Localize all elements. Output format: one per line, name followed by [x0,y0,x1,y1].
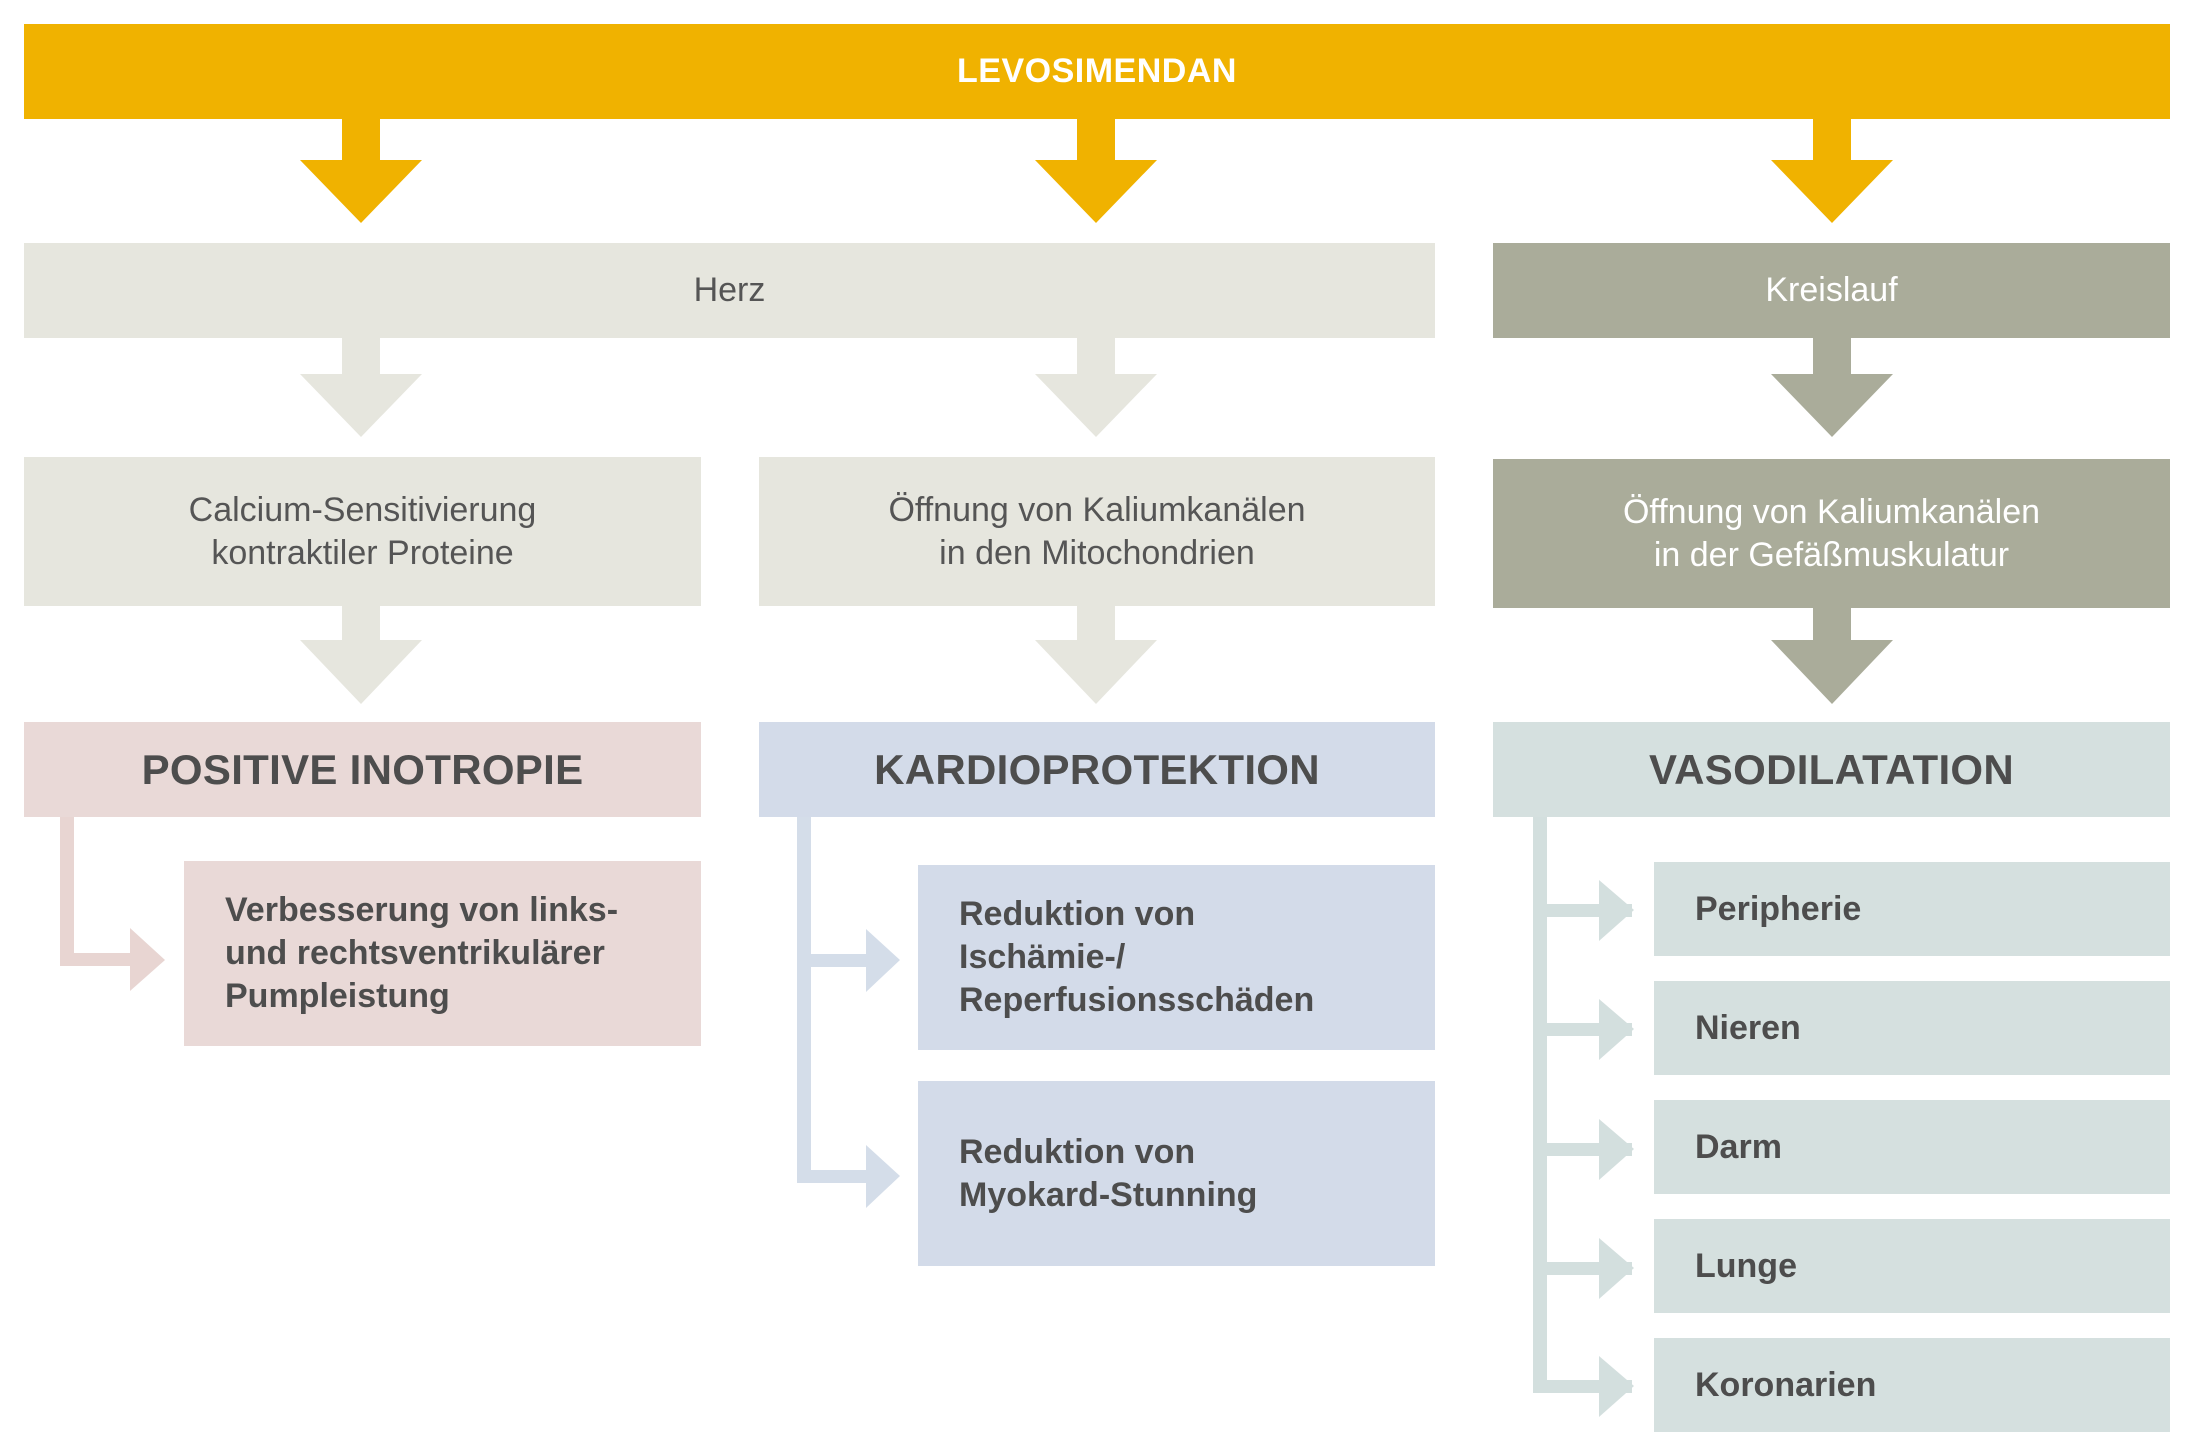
category-heart: Herz [24,243,1435,338]
cardioprotection-item-ischemia-reperfusion: Reduktion von Ischämie-/ Reperfusionssch… [918,865,1435,1050]
vasodilatation-item-periphery: Peripherie [1654,862,2170,956]
inotropy-item-pump-function: Verbesserung von links- und rechtsventri… [184,861,701,1046]
vasodilatation-item-coronaries: Koronarien [1654,1338,2170,1432]
mechanism-vascular-label: Öffnung von Kaliumkanälen in der Gefäßmu… [1622,492,2041,574]
mechanism-mito-label: Öffnung von Kaliumkanälen in den Mitocho… [888,490,1306,572]
connector-inotropy [60,817,165,991]
mechanism-calcium-label: Calcium-Sensitivierung kontraktiler Prot… [188,490,537,572]
connector-cardioprotection [797,817,900,1208]
arrow-vascular-to-vasodilatation [1771,608,1893,704]
vasodilatation-item-label: Nieren [1695,1008,1801,1047]
mechanism-mitochondrial-k-channels: Öffnung von Kaliumkanälen in den Mitocho… [759,457,1435,606]
arrow-circulation-to-vascular [1771,338,1893,437]
vasodilatation-item-label: Lunge [1695,1246,1797,1285]
arrow-banner-to-circulation [1771,119,1893,223]
vasodilatation-item-label: Peripherie [1695,889,1862,928]
arrow-banner-to-mito [1035,119,1157,223]
cardioprotection-item-myocardial-stunning: Reduktion von Myokard-Stunning [918,1081,1435,1266]
category-heart-label: Herz [693,271,766,309]
arrow-banner-to-calcium [300,119,422,223]
effect-positive-inotropy: POSITIVE INOTROPIE [24,722,701,817]
levosimendan-banner: LEVOSIMENDAN [24,24,2170,119]
effect-vasodilatation: VASODILATATION [1493,722,2170,817]
arrow-heart-to-mito [1035,338,1157,437]
banner-label: LEVOSIMENDAN [957,52,1237,90]
arrow-heart-to-calcium [300,338,422,437]
vasodilatation-item-label: Koronarien [1695,1365,1877,1404]
arrow-mito-to-cardioprotection [1035,606,1157,704]
inotropy-item-label: Verbesserung von links- und rechtsventri… [225,891,619,1015]
category-circulation-label: Kreislauf [1765,271,1898,309]
vasodilatation-item-label: Darm [1695,1127,1782,1166]
mechanism-calcium-sensitization: Calcium-Sensitivierung kontraktiler Prot… [24,457,701,606]
mechanism-vascular-k-channels: Öffnung von Kaliumkanälen in der Gefäßmu… [1493,459,2170,608]
cardioprotection-item-label: Reduktion von Myokard-Stunning [959,1132,1258,1214]
cardioprotection-item-label: Reduktion von Ischämie-/ Reperfusionssch… [959,895,1315,1019]
arrow-calcium-to-inotropy [300,606,422,704]
vasodilatation-item-intestine: Darm [1654,1100,2170,1194]
effect-cardioprotection: KARDIOPROTEKTION [759,722,1435,817]
effect-cardioprotection-label: KARDIOPROTEKTION [874,745,1320,793]
effect-vasodilatation-label: VASODILATATION [1648,745,2015,793]
effect-inotropy-label: POSITIVE INOTROPIE [141,745,584,793]
connector-vasodilatation [1533,817,1634,1417]
category-circulation: Kreislauf [1493,243,2170,338]
vasodilatation-item-lung: Lunge [1654,1219,2170,1313]
vasodilatation-item-kidneys: Nieren [1654,981,2170,1075]
